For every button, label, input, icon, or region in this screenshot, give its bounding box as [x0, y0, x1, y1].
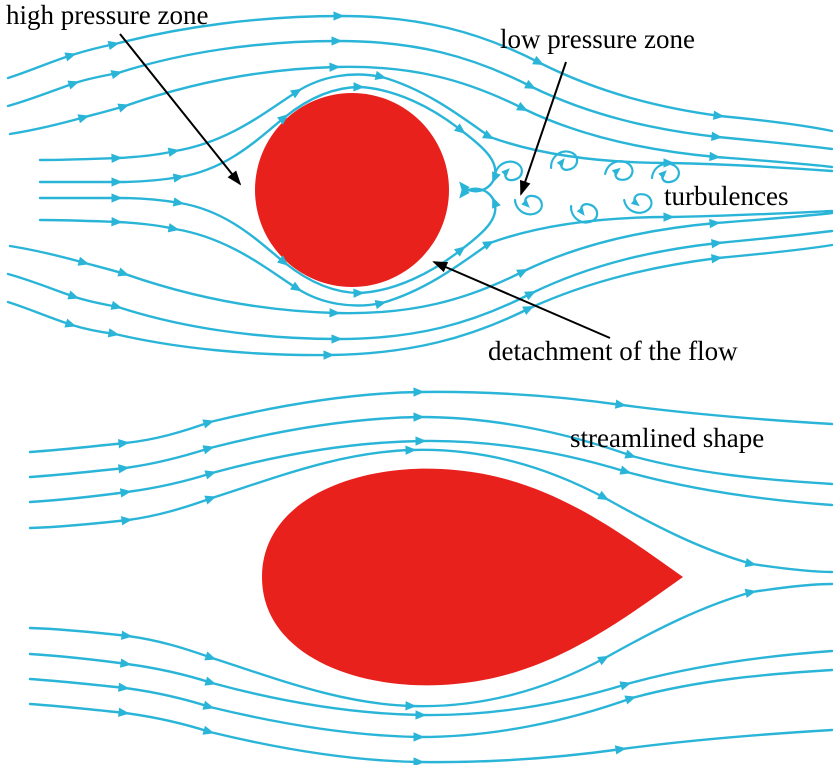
- label-low-pressure-zone: low pressure zone: [500, 24, 695, 54]
- label-turbulences: turbulences: [664, 181, 788, 211]
- streamline: [6, 243, 834, 360]
- bluff-body-circle: [255, 93, 449, 287]
- streamline: [28, 445, 834, 574]
- label-high-pressure-zone: high pressure zone: [6, 0, 208, 30]
- vortex-curl: [515, 196, 542, 214]
- annotation-arrow-low-pressure: [520, 61, 567, 196]
- label-streamlined-shape: streamlined shape: [570, 423, 764, 453]
- streamlined-body: [262, 468, 683, 686]
- streamlined-body-flow: streamlined shape: [28, 387, 834, 765]
- label-detachment: detachment of the flow: [488, 336, 738, 366]
- vortex-curl: [624, 193, 653, 214]
- annotation-arrow-detachment: [432, 261, 611, 339]
- streamline-detaching: [38, 82, 501, 193]
- streamline: [8, 62, 834, 169]
- vortex-curl: [495, 162, 522, 180]
- annotation-arrow-high-pressure: [119, 33, 242, 186]
- streamline: [28, 702, 834, 765]
- bluff-body-flow: high pressure zone low pressure zone tur…: [6, 0, 834, 366]
- vortex-curl: [652, 164, 679, 182]
